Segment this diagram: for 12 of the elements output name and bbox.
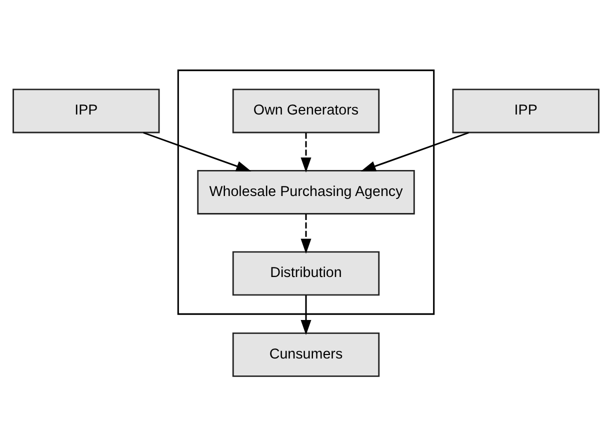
node-box: Distribution	[232, 251, 380, 296]
node-box: Wholesale Purchasing Agency	[197, 170, 415, 214]
arrow	[300, 295, 312, 336]
cluster	[177, 70, 435, 315]
arrow	[360, 132, 469, 172]
arrow	[300, 214, 312, 254]
node-box: IPP	[452, 88, 600, 134]
node-box: Cunsumers	[232, 332, 380, 377]
node-box: Own Generators	[232, 88, 380, 134]
arrow	[143, 132, 252, 172]
arrow	[300, 132, 312, 173]
node-box: IPP	[12, 88, 160, 134]
